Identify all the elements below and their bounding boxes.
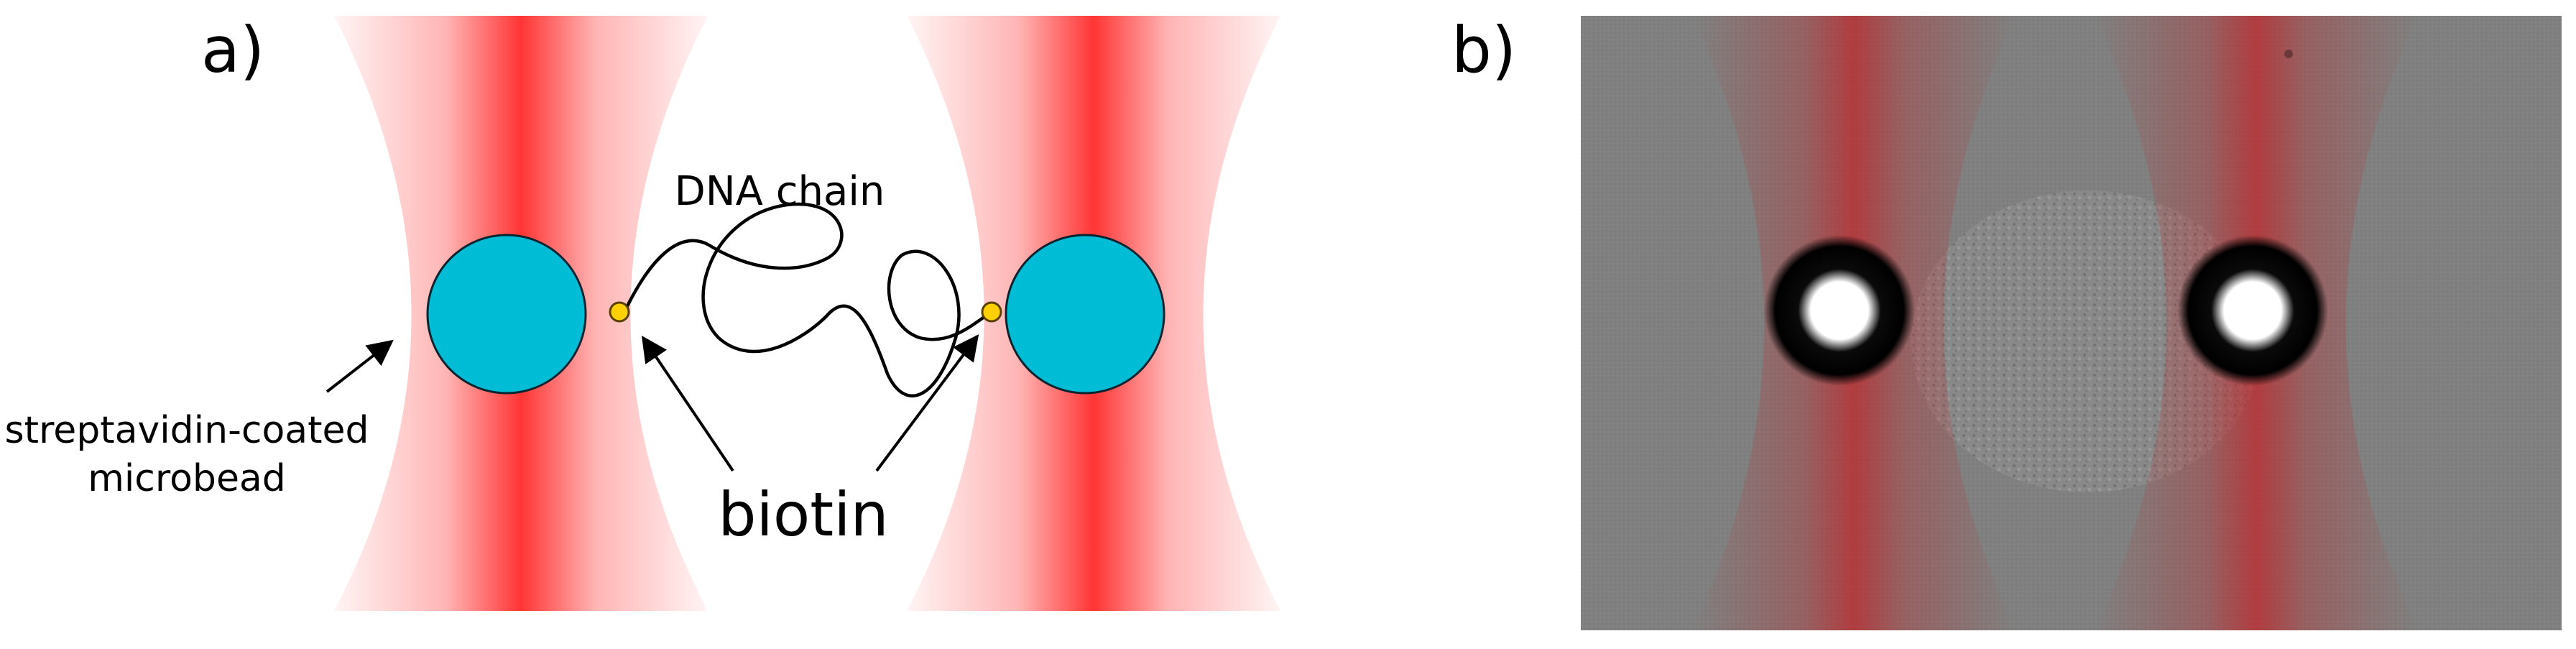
arrow-to-biotin-right bbox=[875, 334, 979, 472]
biotin-right bbox=[981, 301, 1002, 323]
panel-b: b) bbox=[1451, 13, 2562, 630]
panel-a: a) DNA chain streptavidin-coated microbe… bbox=[4, 13, 1280, 611]
trapped-bead-right bbox=[2177, 235, 2328, 386]
panel-a-label: a) bbox=[201, 13, 264, 87]
biotin-left bbox=[609, 301, 630, 323]
microbead-right bbox=[1005, 234, 1165, 395]
dna-chain bbox=[623, 202, 992, 397]
trapped-bead-left bbox=[1764, 235, 1915, 386]
biotin-label: biotin bbox=[718, 479, 889, 550]
panel-b-label: b) bbox=[1451, 13, 1516, 87]
debris-speck bbox=[2284, 50, 2293, 58]
bead-label-line1: streptavidin-coated bbox=[4, 409, 369, 452]
arrow-to-bead bbox=[326, 339, 394, 393]
dna-chain-label: DNA chain bbox=[675, 168, 885, 215]
microbead-left bbox=[426, 234, 587, 395]
bead-label-line2: microbead bbox=[88, 457, 286, 500]
arrow-to-biotin-left bbox=[641, 336, 734, 472]
